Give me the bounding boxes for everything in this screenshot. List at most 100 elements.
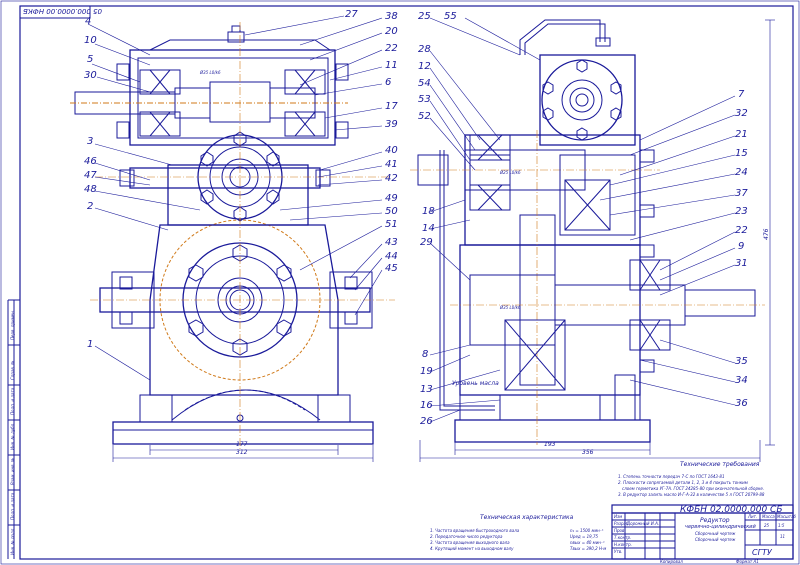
dimension-177: 177 <box>236 441 248 448</box>
title-header-izm: Изм <box>614 514 623 519</box>
dimension-476: 476 <box>763 228 770 240</box>
callout-40: 40 <box>385 145 398 156</box>
title-header-prov: Пров. <box>614 528 626 533</box>
tech-characteristic-2: 2. Передаточное число редуктора <box>430 534 503 539</box>
title-header-nkontr: Н.контр. <box>614 542 632 547</box>
callout-35: 35 <box>735 356 748 367</box>
callout-5: 5 <box>87 54 94 65</box>
tech-characteristic-4: 4. Крутящий момент на выходном валу <box>430 546 514 551</box>
callout-20: 20 <box>385 26 398 37</box>
sheet-count: 11 <box>780 534 786 539</box>
title-line-1: Редуктор <box>700 517 730 524</box>
side-stamp-4: Инв. № дубл. <box>10 422 15 450</box>
title-header-tkontr: Т.контр. <box>614 535 632 540</box>
top-left-code: 05 000.0000.00 НФКБ <box>23 7 102 15</box>
callout-12: 12 <box>418 61 431 72</box>
side-stamp-2: Подп. и дата <box>10 492 15 520</box>
callout-8: 8 <box>422 349 429 360</box>
callout-10: 10 <box>84 35 97 46</box>
sheet-scale: 1:5 <box>778 523 785 528</box>
callout-52: 52 <box>418 111 431 122</box>
callout-6: 6 <box>385 77 392 88</box>
fit-annotation-1: Ø35 L0/k6 <box>200 70 221 75</box>
callout-7: 7 <box>738 89 745 100</box>
tech-requirement-2: 2. Плоскости сопрягаемой детали 1, 2, 3 … <box>618 480 748 485</box>
fit-annotation-2: Ø25 L0/k6 <box>500 170 521 175</box>
callout-16: 16 <box>420 400 433 411</box>
callout-46: 46 <box>84 156 97 167</box>
dimension-312: 312 <box>236 449 248 456</box>
tech-requirements-heading: Технические требования <box>680 461 760 468</box>
callout-41: 41 <box>385 159 398 170</box>
tech-value-4: Tвых = 390,2 Н·м <box>570 546 607 551</box>
side-stamp-3: Взам. инв. № <box>10 457 15 485</box>
sheet-mass: 25 <box>764 523 770 528</box>
callout-45: 45 <box>385 263 398 274</box>
callout-44: 44 <box>385 251 398 262</box>
format-label: Формат А1 <box>736 559 759 564</box>
callout-3: 3 <box>87 136 94 147</box>
callout-28: 28 <box>418 44 431 55</box>
title-line-2: червячно-цилиндрический <box>685 524 756 530</box>
tech-requirement-1: 1. Степень точности передач 7-С по ГОСТ … <box>618 474 725 479</box>
callout-43: 43 <box>385 237 398 248</box>
callout-39: 39 <box>385 119 398 130</box>
callout-51: 51 <box>385 219 398 230</box>
tech-characteristics-heading: Техническая характеристика <box>480 514 574 521</box>
side-stamp-7: Перв. примен. <box>10 309 15 340</box>
tech-value-1: n₁ = 1500 мин⁻¹ <box>570 528 604 533</box>
callout-29: 29 <box>420 237 433 248</box>
callout-15: 15 <box>735 148 748 159</box>
side-stamp-1: Инв. № подл. <box>10 527 15 555</box>
tech-characteristic-1: 1. Частота вращения быстроходного вала <box>430 528 520 533</box>
callout-22: 22 <box>385 43 398 54</box>
title-header-masshtab: Масштаб <box>777 514 797 519</box>
side-stamp-6: Справ. № <box>10 360 15 380</box>
callout-31: 31 <box>735 258 748 269</box>
callout-21: 21 <box>735 129 748 140</box>
callout-49: 49 <box>385 193 398 204</box>
tech-requirement-4: 3. В редуктор залить масло И-Г-А-32 в ко… <box>618 492 765 497</box>
title-header-lit: Лит. <box>748 514 758 519</box>
title-header-razrab: Разраб. <box>614 521 630 526</box>
callout-27: 27 <box>345 9 358 20</box>
callout-47: 47 <box>84 170 97 181</box>
callout-9: 9 <box>738 241 745 252</box>
callout-22-right: 22 <box>735 225 748 236</box>
callout-25: 25 <box>418 11 431 22</box>
callout-17: 17 <box>385 101 398 112</box>
callout-18: 18 <box>422 206 435 217</box>
callout-26: 26 <box>420 416 433 427</box>
tech-requirement-3: слоем герметика УГ-7А. ГОСТ 24285-80 при… <box>622 486 765 491</box>
callout-1: 1 <box>87 339 94 350</box>
tech-value-3: nвых = 40 мин⁻¹ <box>570 540 605 545</box>
title-line-4: Сборочный чертеж <box>695 537 736 542</box>
callout-34: 34 <box>735 375 748 386</box>
callout-30: 30 <box>84 70 97 81</box>
title-header-massa: Масса <box>762 514 775 519</box>
oil-level-label: Уровень масла <box>452 380 499 387</box>
callout-37: 37 <box>735 188 748 199</box>
tech-characteristic-3: 3. Частота вращения выходного вала <box>430 540 510 545</box>
callout-36: 36 <box>735 398 748 409</box>
callout-53: 53 <box>418 94 431 105</box>
callout-23: 23 <box>735 206 748 217</box>
callout-54: 54 <box>418 78 431 89</box>
callout-24: 24 <box>735 167 748 178</box>
title-line-3: Сборочный чертеж <box>695 531 736 536</box>
document-code: КФБН 02.0000.000 СБ <box>680 505 783 515</box>
callout-38: 38 <box>385 11 398 22</box>
callout-11: 11 <box>385 60 398 71</box>
callout-2: 2 <box>87 201 94 212</box>
callout-14: 14 <box>422 223 435 234</box>
callout-55: 55 <box>444 11 457 22</box>
callout-48: 48 <box>84 184 97 195</box>
callout-42: 42 <box>385 173 398 184</box>
title-header-utv: Утв. <box>614 549 623 554</box>
side-stamp-5: Подп. и дата <box>10 387 15 415</box>
title-block-author: Дорожный И.А. <box>627 521 660 526</box>
copied-label: Копировал <box>660 559 683 564</box>
callout-32: 32 <box>735 108 748 119</box>
callout-13: 13 <box>420 384 433 395</box>
